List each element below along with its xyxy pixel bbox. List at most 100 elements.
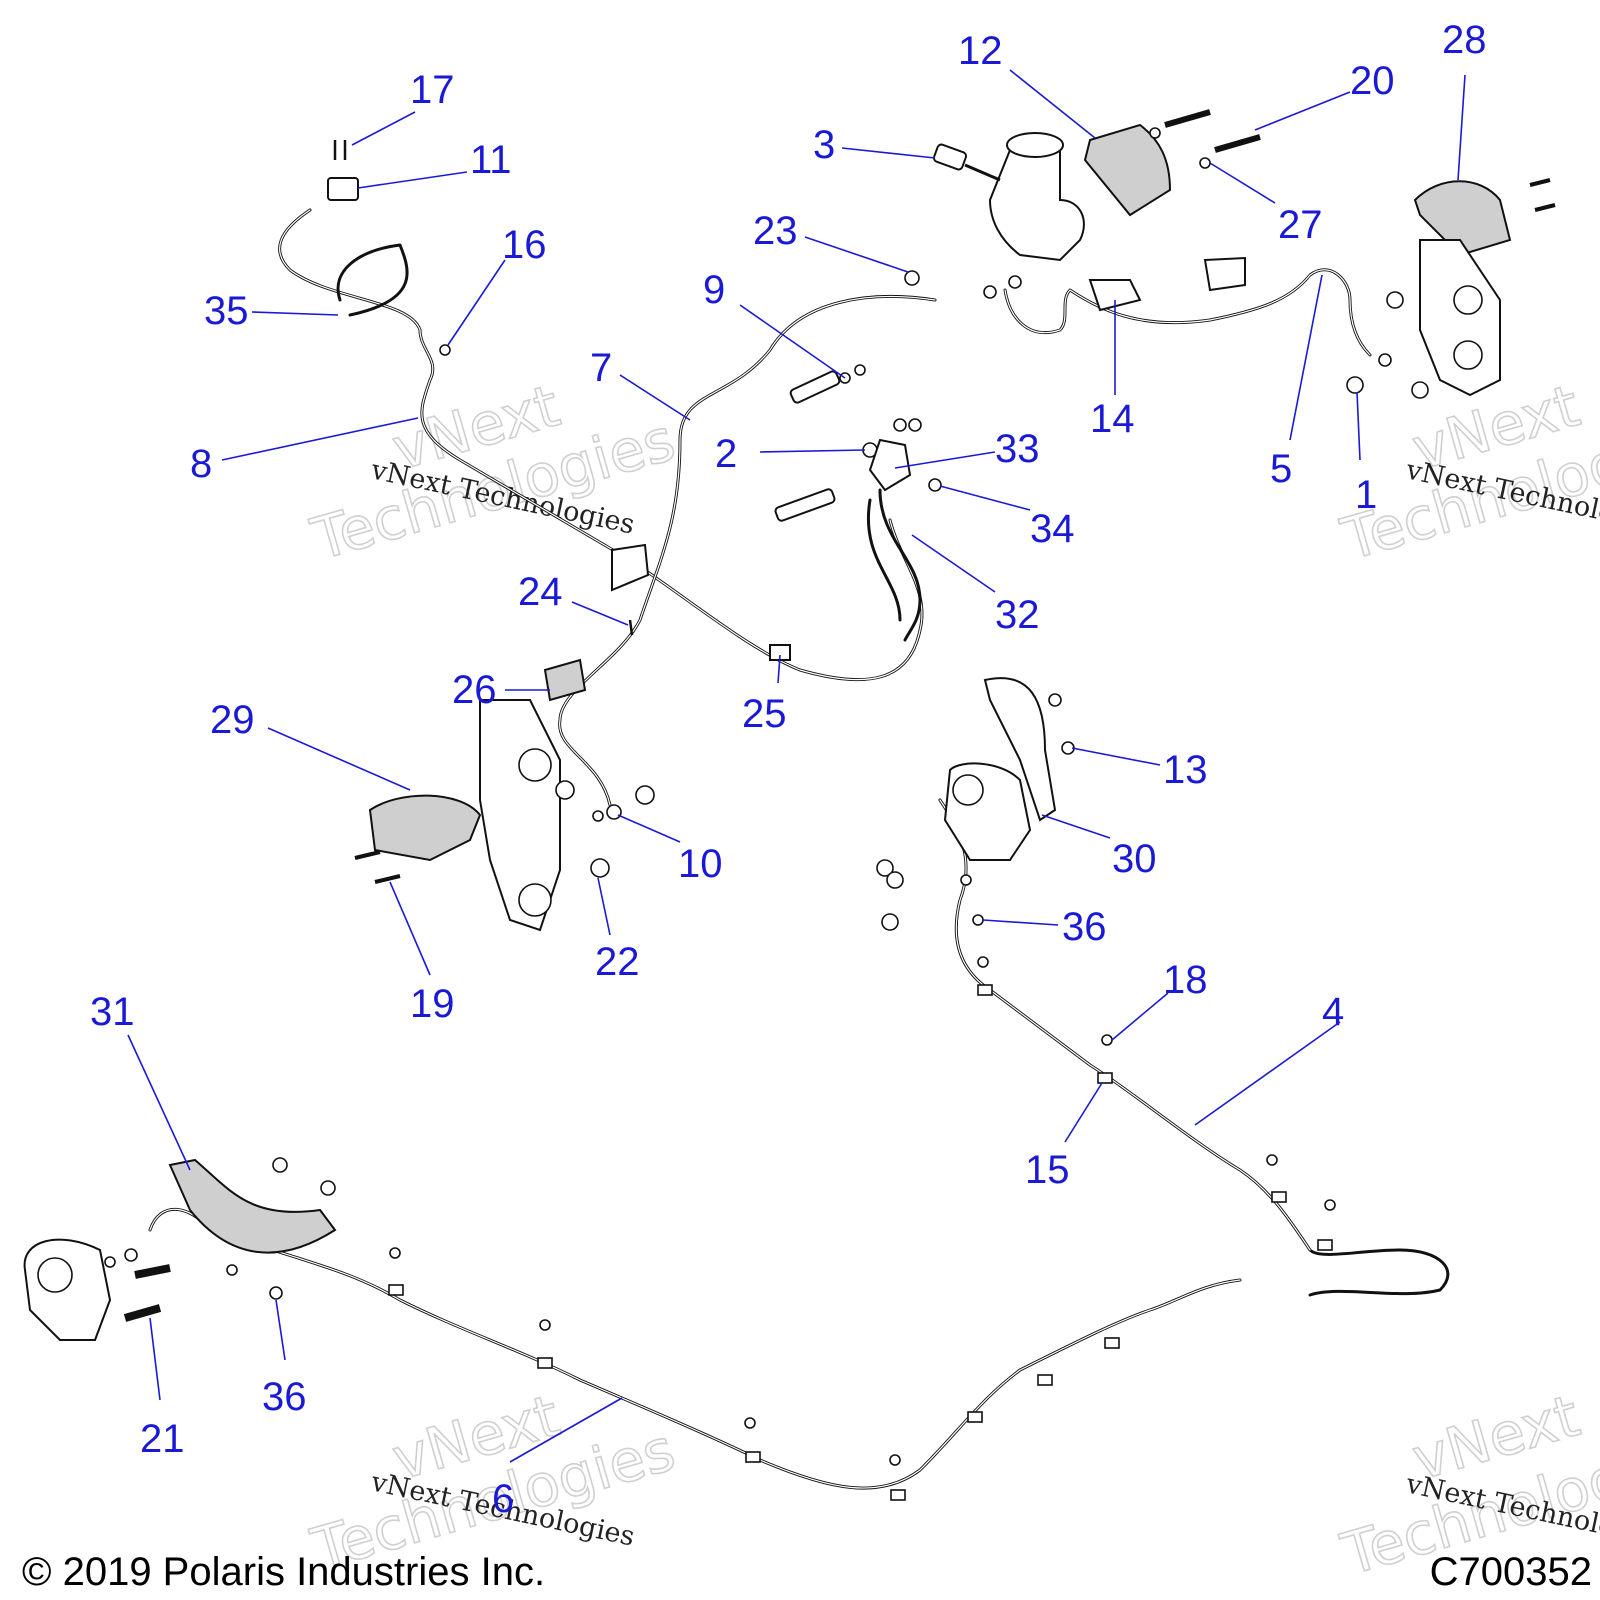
callout-label: 7 <box>590 346 612 390</box>
callout-label: 23 <box>753 209 798 253</box>
brake-line-6 <box>148 1207 1242 1490</box>
brake-lines <box>148 208 1450 1490</box>
callout-label: 26 <box>452 668 497 712</box>
callout-label: 1 <box>1355 473 1377 517</box>
clip-36 <box>269 1286 283 1300</box>
callout-label: 27 <box>1278 203 1323 247</box>
clevis-3 <box>932 143 968 171</box>
piston <box>1453 340 1483 370</box>
bolt-head <box>555 780 575 800</box>
washer <box>893 418 907 432</box>
brake-line-4 <box>938 798 1450 1297</box>
clip <box>1317 1239 1333 1251</box>
bolt-head <box>876 859 894 877</box>
bolt-head <box>635 785 655 805</box>
caliper-front-right <box>1419 239 1501 397</box>
washer <box>1008 275 1022 289</box>
nut-23 <box>904 270 920 286</box>
clip <box>226 1264 238 1276</box>
brake-line-6-inner <box>149 1208 1241 1489</box>
brake-line-8-inner <box>279 209 923 681</box>
washer <box>1378 353 1392 367</box>
callout-label: 17 <box>410 68 455 112</box>
callout-label: 15 <box>1025 1148 1070 1192</box>
callout-label: 29 <box>210 698 255 742</box>
bolt-head <box>1411 381 1429 399</box>
washer <box>104 1256 116 1268</box>
drawing-number: C700352 <box>1429 1550 1592 1594</box>
piston <box>1453 285 1483 315</box>
callout-label: 35 <box>204 289 249 333</box>
copyright-notice: © 2019 Polaris Industries Inc. <box>22 1550 546 1594</box>
callout-label: 32 <box>995 593 1040 637</box>
reservoir-cap <box>1006 132 1064 158</box>
callout-label: 3 <box>813 123 835 167</box>
bracket-31 <box>168 1158 337 1254</box>
pin <box>1529 178 1551 187</box>
screw-24 <box>628 619 634 636</box>
clip <box>889 1454 901 1466</box>
bolt-head <box>272 1157 288 1173</box>
clip-36 <box>972 914 984 926</box>
junction-block-11 <box>327 177 359 201</box>
callout-label: 18 <box>1163 958 1208 1002</box>
clip-15 <box>1097 1072 1113 1084</box>
clip <box>1104 1337 1120 1349</box>
pin <box>1534 203 1556 212</box>
piston <box>952 774 984 806</box>
clip <box>977 956 989 968</box>
callout-labels: 17 11 16 35 8 12 3 20 27 28 23 9 7 14 5 … <box>90 18 1487 1521</box>
washer <box>983 285 997 299</box>
clip <box>1324 1199 1336 1211</box>
washer <box>592 810 604 822</box>
callout-label: 24 <box>518 570 563 614</box>
pushrod <box>964 163 1001 182</box>
clip <box>1037 1374 1053 1386</box>
clip <box>1266 1154 1278 1166</box>
leader-lines <box>127 69 1466 1463</box>
callout-label: 31 <box>90 990 135 1034</box>
washer-27 <box>1149 127 1161 139</box>
bolt-21 <box>134 1264 171 1279</box>
callout-label: 5 <box>1270 447 1292 491</box>
bolt-head <box>320 1180 336 1196</box>
bracket-30 <box>983 677 1057 822</box>
callout-label: 13 <box>1163 748 1208 792</box>
callout-label: 28 <box>1442 18 1487 62</box>
fitting-2 <box>774 488 836 522</box>
caliper-rear-left <box>23 1238 112 1341</box>
clip-18 <box>1101 1034 1113 1046</box>
clip <box>388 1284 404 1296</box>
bolt-21 <box>123 1304 162 1322</box>
fitting-10 <box>606 804 622 820</box>
bracket-12 <box>1083 123 1172 217</box>
clip <box>977 984 993 996</box>
brake-line-7-inner <box>559 295 936 806</box>
callout-label: 12 <box>958 29 1003 73</box>
brake-line-32b <box>867 498 902 622</box>
components <box>23 109 1556 1501</box>
callout-label: 34 <box>1030 507 1075 551</box>
bolt-head <box>1386 291 1404 309</box>
pin-19 <box>374 874 401 884</box>
bolt-head <box>886 871 904 889</box>
clip <box>890 1489 906 1501</box>
callout-label: 22 <box>595 940 640 984</box>
bolt-22 <box>590 858 610 878</box>
washer-27 <box>1199 157 1211 169</box>
brake-line-32 <box>878 488 922 642</box>
caliper-rear-right <box>943 762 1032 861</box>
cover-28 <box>1413 180 1512 257</box>
pin-19 <box>354 850 381 860</box>
piston <box>518 883 552 917</box>
callout-label: 2 <box>715 432 737 476</box>
cover-29 <box>368 794 482 862</box>
callout-label: 14 <box>1090 397 1135 441</box>
washer <box>908 418 922 432</box>
callout-label: 9 <box>703 268 725 312</box>
washer <box>960 874 972 886</box>
callout-label: 11 <box>470 138 512 182</box>
clip <box>744 1417 756 1429</box>
callout-label: 33 <box>995 427 1040 471</box>
